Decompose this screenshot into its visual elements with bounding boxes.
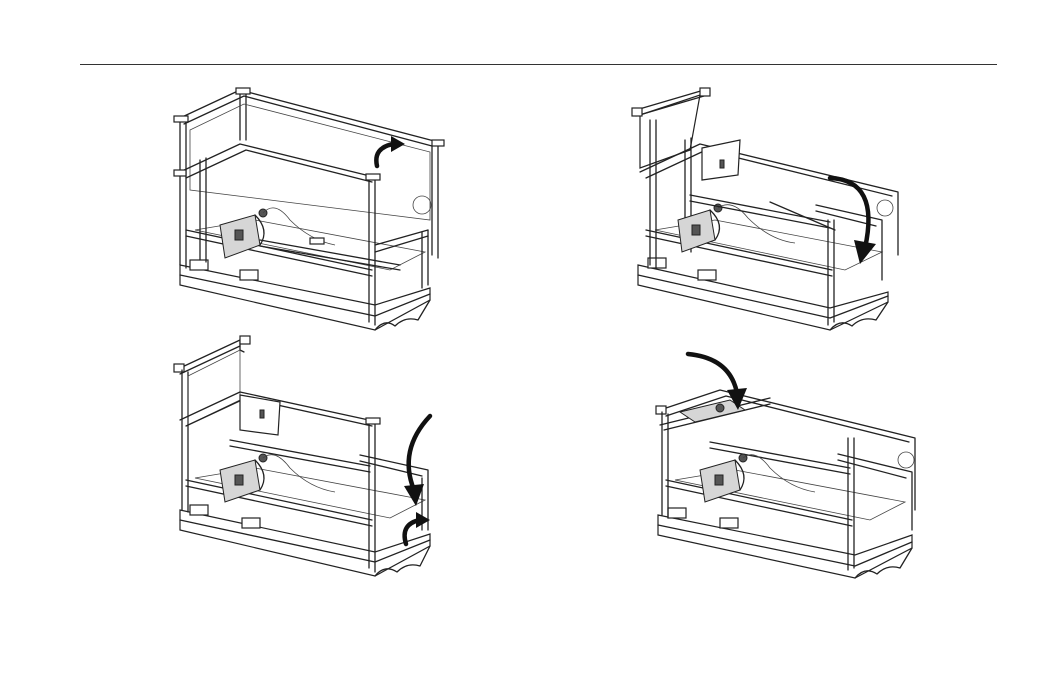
fold-down-arrow-icon (682, 348, 772, 428)
fold-down-arrow-icon (392, 410, 452, 550)
figure-step-2 (620, 80, 910, 340)
rotate-arrow-icon (365, 130, 425, 190)
figure-step-3 (160, 330, 450, 590)
figure-step-4 (620, 330, 920, 590)
header-rule (80, 64, 997, 65)
fold-down-arrow-icon (820, 168, 910, 278)
figure-step-1 (160, 80, 450, 340)
frame-illustration (160, 80, 450, 340)
